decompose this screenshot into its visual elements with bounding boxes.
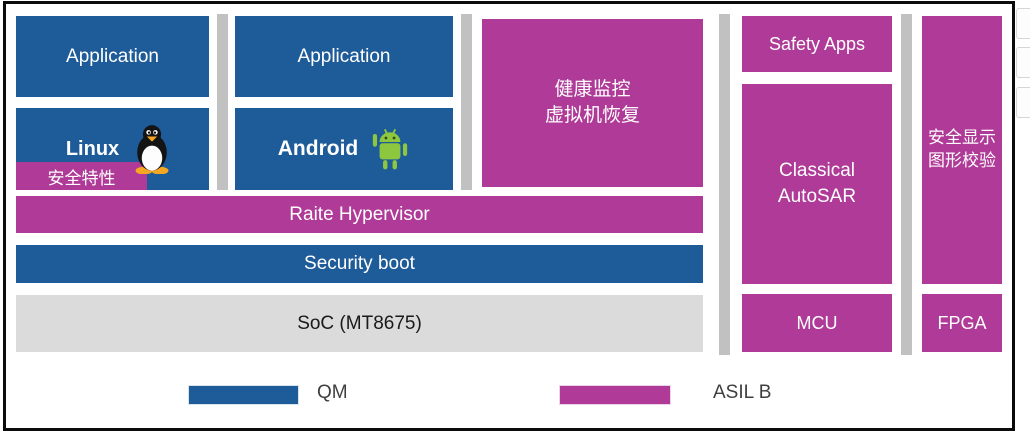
safety-apps-label: Safety Apps bbox=[768, 33, 866, 54]
block-label: Application bbox=[66, 45, 159, 67]
legend-label-asil-b: ASIL B bbox=[713, 382, 772, 403]
safety-feature-label: 安全特性 bbox=[47, 168, 116, 188]
android-icon bbox=[370, 127, 410, 171]
block-security-boot: Security boot bbox=[16, 245, 703, 283]
tux-icon bbox=[131, 124, 173, 174]
autosar-line2: AutoSAR bbox=[777, 186, 857, 207]
block-android-os: Android bbox=[235, 108, 453, 190]
block-label: Application bbox=[297, 45, 391, 67]
separator-soc-mcu bbox=[719, 14, 730, 355]
edge-cropped-field-3[interactable] bbox=[1016, 87, 1030, 118]
block-soc: SoC (MT8675) bbox=[16, 295, 703, 352]
legend-swatch-asil-b bbox=[559, 385, 671, 405]
edge-cropped-field-2[interactable] bbox=[1016, 47, 1030, 78]
soc-label: SoC (MT8675) bbox=[297, 312, 422, 334]
hypervisor-label: Raite Hypervisor bbox=[289, 203, 430, 225]
block-application-linux: Application bbox=[16, 16, 209, 97]
block-health-monitor: 健康监控 虚拟机恢复 bbox=[482, 19, 703, 187]
block-safety-feature: 安全特性 bbox=[16, 162, 147, 190]
block-raite-hypervisor: Raite Hypervisor bbox=[16, 196, 703, 233]
android-label: Android bbox=[277, 136, 359, 160]
health-monitor-line2: 虚拟机恢复 bbox=[544, 105, 640, 126]
legend-label-qm: QM bbox=[317, 382, 348, 403]
autosar-line1: Classical bbox=[778, 160, 856, 182]
security-boot-label: Security boot bbox=[304, 253, 415, 275]
block-fpga: FPGA bbox=[922, 294, 1002, 352]
linux-label: Linux bbox=[65, 137, 120, 160]
legend-swatch-qm bbox=[188, 385, 299, 405]
health-monitor-line1: 健康监控 bbox=[554, 79, 631, 101]
block-classical-autosar: Classical AutoSAR bbox=[742, 84, 892, 284]
block-safe-display: 安全显示 图形校验 bbox=[922, 16, 1002, 284]
fpga-label: FPGA bbox=[937, 312, 987, 333]
separator-mcu-fpga bbox=[901, 14, 912, 355]
block-application-android: Application bbox=[235, 16, 453, 97]
safe-display-line1: 安全显示 bbox=[928, 128, 996, 148]
mcu-label: MCU bbox=[796, 312, 838, 333]
block-safety-apps: Safety Apps bbox=[742, 16, 892, 72]
separator-vm1-vm2 bbox=[217, 14, 228, 190]
block-mcu: MCU bbox=[742, 294, 892, 352]
separator-vm2-health bbox=[461, 14, 472, 190]
edge-cropped-field-1[interactable] bbox=[1016, 8, 1030, 39]
safe-display-line2: 图形校验 bbox=[928, 151, 996, 170]
